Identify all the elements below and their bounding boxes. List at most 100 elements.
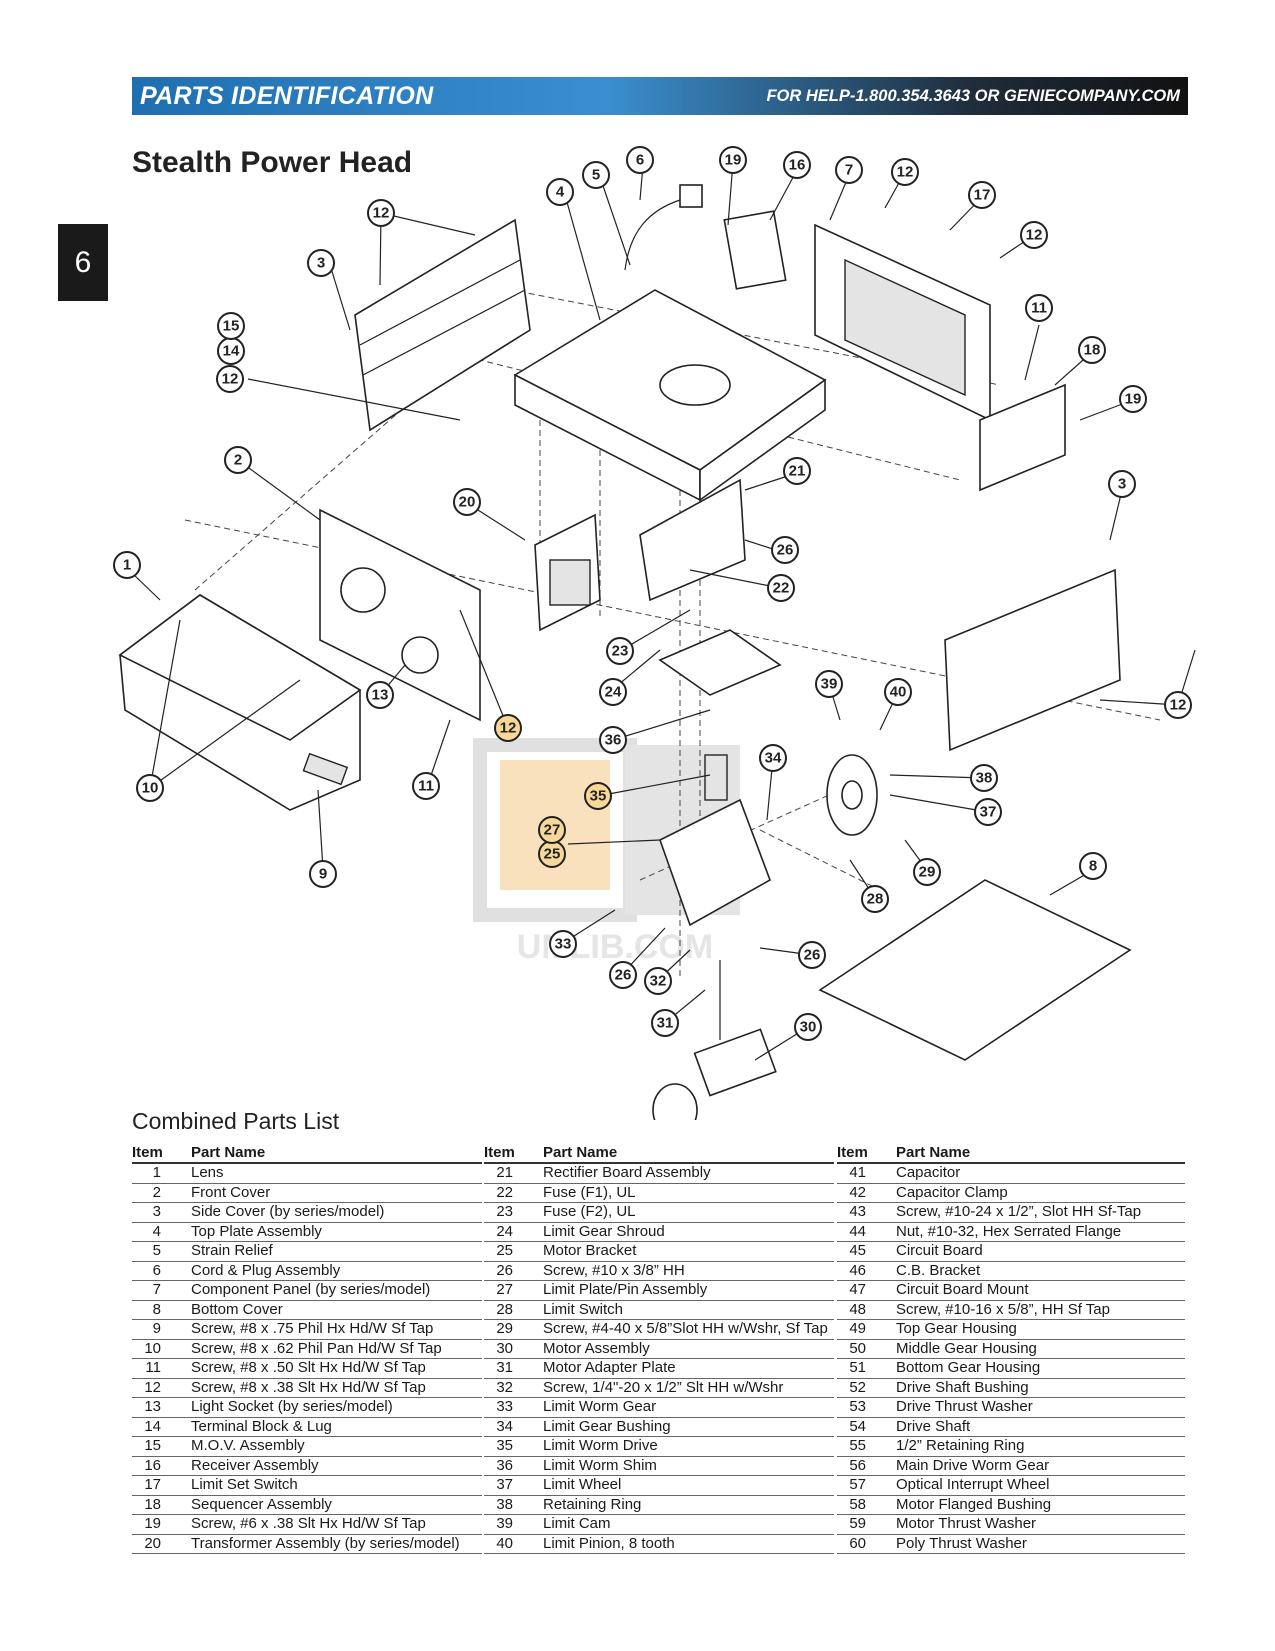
svg-text:40: 40 [890, 684, 907, 701]
svg-text:15: 15 [223, 318, 240, 335]
component-panel [814, 223, 991, 422]
motor-assembly [652, 960, 777, 1120]
callout-12f: 12 [494, 714, 522, 742]
callout-1: 1 [113, 551, 141, 579]
part-item-number: 15 [144, 1437, 161, 1454]
svg-text:12: 12 [897, 164, 914, 181]
callout-34: 34 [759, 744, 787, 772]
svg-text:2: 2 [234, 452, 242, 469]
part-name: Drive Thrust Washer [896, 1398, 1033, 1415]
svg-text:22: 22 [773, 580, 790, 597]
part-item-number: 18 [144, 1495, 161, 1513]
section-title: Stealth Power Head [132, 146, 413, 179]
part-name: Limit Gear Shroud [543, 1222, 665, 1240]
part-item-number: 26 [496, 1261, 513, 1279]
part-name: Receiver Assembly [191, 1456, 319, 1474]
part-item-number: 43 [849, 1203, 866, 1220]
part-name: Motor Thrust Washer [896, 1515, 1037, 1532]
limit-worm-drive [704, 754, 728, 801]
part-item-number: 35 [496, 1437, 513, 1454]
exploded-parts-diagram: UMLIB.COM [113, 146, 1196, 1120]
part-name: Strain Relief [191, 1242, 273, 1259]
part-name: Side Cover (by series/model) [191, 1203, 385, 1220]
header-bar: PARTS IDENTIFICATION FOR HELP-1.800.354.… [132, 77, 1188, 115]
svg-text:12: 12 [222, 371, 239, 388]
part-item-number: 42 [849, 1183, 866, 1201]
part-item-number: 55 [849, 1437, 866, 1454]
svg-text:14: 14 [223, 343, 240, 360]
callout-14: 14 [217, 337, 245, 365]
parts-list-row: 3 Side Cover (by series/model) [132, 1203, 482, 1223]
part-item-number: 39 [496, 1515, 513, 1532]
svg-text:33: 33 [555, 936, 572, 953]
transformer [534, 513, 601, 632]
callout-12: 12 [367, 199, 395, 227]
callout-23: 23 [606, 637, 634, 665]
part-item-number: 33 [496, 1398, 513, 1415]
svg-text:13: 13 [372, 687, 389, 704]
svg-text:16: 16 [789, 157, 806, 174]
part-item-number: 24 [496, 1222, 513, 1240]
callout-4: 4 [546, 178, 574, 206]
part-item-number: 53 [849, 1398, 866, 1415]
svg-text:20: 20 [459, 494, 476, 511]
part-name: Bottom Gear Housing [896, 1359, 1041, 1376]
callout-13: 13 [366, 681, 394, 709]
part-name: Screw, #10-24 x 1/2”, Slot HH Sf-Tap [896, 1203, 1142, 1220]
part-item-number: 3 [152, 1203, 161, 1220]
callout-11: 11 [412, 772, 440, 800]
part-item-number: 2 [152, 1183, 161, 1201]
callout-9: 9 [309, 860, 337, 888]
callout-37: 37 [974, 798, 1002, 826]
header-part-name-label: Part Name [896, 1144, 971, 1161]
front-cover [319, 508, 481, 722]
part-name: Component Panel (by series/model) [191, 1281, 431, 1298]
part-name: M.O.V. Assembly [191, 1437, 305, 1454]
callout-3b: 3 [1108, 470, 1136, 498]
part-item-number: 22 [496, 1183, 513, 1201]
svg-text:32: 32 [650, 973, 667, 990]
part-name: Drive Shaft Bushing [896, 1378, 1029, 1396]
callout-10: 10 [136, 774, 164, 802]
part-item-number: 32 [496, 1378, 513, 1396]
parts-list-row: 53 Drive Thrust Washer [837, 1398, 1185, 1418]
part-item-number: 10 [144, 1339, 161, 1357]
svg-text:9: 9 [319, 866, 327, 883]
sequencer-board [979, 383, 1066, 492]
part-name: Limit Worm Gear [543, 1398, 657, 1415]
svg-text:10: 10 [142, 780, 159, 797]
part-item-number: 6 [152, 1261, 161, 1279]
part-name: C.B. Bracket [896, 1261, 981, 1279]
svg-text:24: 24 [605, 684, 622, 701]
part-name: Limit Worm Shim [543, 1456, 657, 1474]
part-name: Retaining Ring [543, 1495, 642, 1513]
svg-text:35: 35 [590, 788, 607, 805]
callout-40: 40 [884, 678, 912, 706]
part-item-number: 23 [496, 1203, 513, 1220]
part-item-number: 14 [144, 1417, 161, 1435]
part-item-number: 50 [849, 1339, 866, 1357]
parts-list-row: 24 Limit Gear Shroud [484, 1222, 834, 1242]
part-name: Screw, #8 x .50 Slt Hx Hd/W Sf Tap [191, 1359, 426, 1376]
parts-list-row: 15 M.O.V. Assembly [132, 1437, 482, 1457]
svg-text:34: 34 [765, 750, 782, 767]
callout-3: 3 [307, 249, 335, 277]
